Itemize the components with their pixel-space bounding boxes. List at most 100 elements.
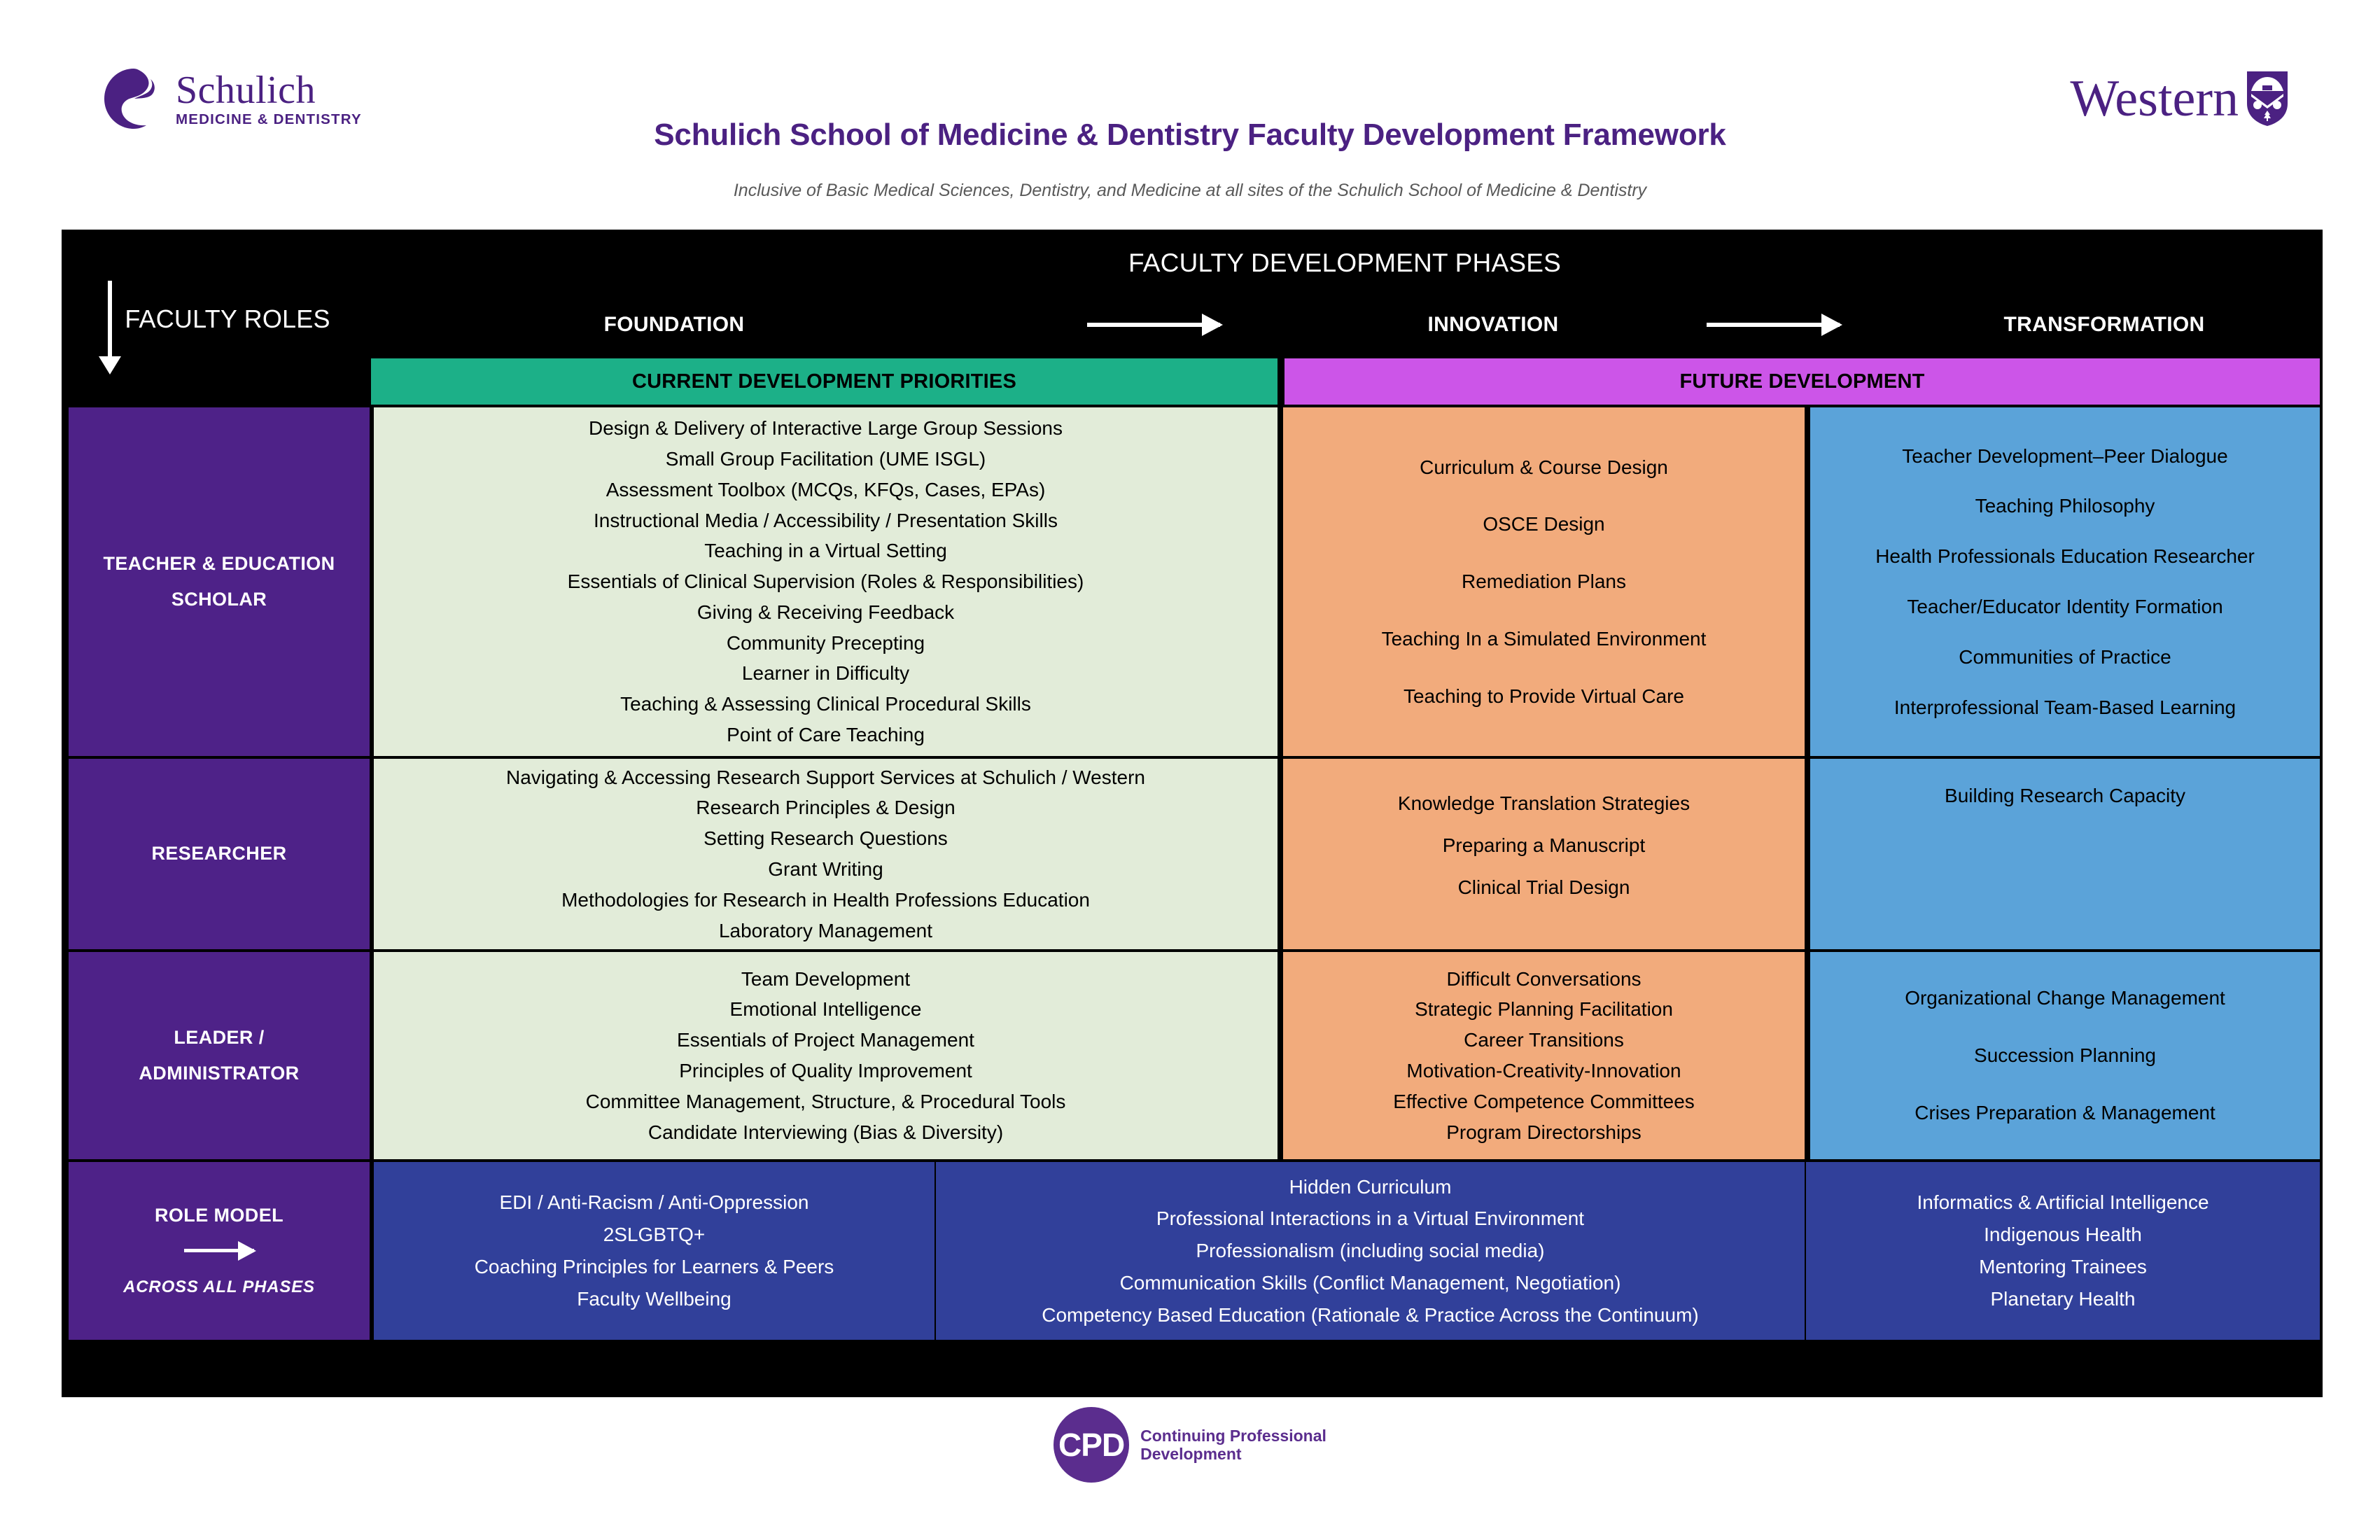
- role-label-leader-administrator: LEADER / ADMINISTRATOR: [69, 952, 370, 1159]
- role-label-line-2: SCHOLAR: [171, 589, 267, 610]
- list-item: Design & Delivery of Interactive Large G…: [589, 417, 1063, 440]
- role-label-line-1: TEACHER & EDUCATION: [103, 552, 335, 574]
- list-item: Navigating & Accessing Research Support …: [505, 766, 1146, 788]
- phase-arrow-2: [1658, 314, 1889, 336]
- list-item: Mentoring Trainees: [1979, 1256, 2147, 1278]
- list-item: Professionalism (including social media): [1196, 1240, 1545, 1262]
- list-item: Learner in Difficulty: [741, 662, 910, 685]
- list-item: Communities of Practice: [1959, 645, 2171, 668]
- cell-innovation-teacher: Curriculum & Course Design OSCE Design R…: [1283, 407, 1805, 756]
- western-logo: Western: [2070, 70, 2289, 127]
- list-item: Preparing a Manuscript: [1442, 834, 1646, 856]
- schulich-crescent-icon: [102, 66, 166, 131]
- western-wordmark: Western: [2070, 70, 2239, 127]
- list-item: Faculty Wellbeing: [577, 1287, 732, 1310]
- arrow-down-icon: [99, 281, 122, 374]
- list-item: Team Development: [741, 967, 911, 990]
- list-item: Candidate Interviewing (Bias & Diversity…: [648, 1121, 1004, 1143]
- role-model-title: ROLE MODEL: [155, 1205, 284, 1226]
- cpd-logo: CPD Continuing Professional Development: [1054, 1407, 1326, 1483]
- list-item: Methodologies for Research in Health Pro…: [561, 888, 1090, 911]
- cpd-line-2: Development: [1140, 1445, 1242, 1463]
- role-label-line-1: RESEARCHER: [151, 843, 287, 864]
- list-item: Teaching Philosophy: [1975, 495, 2155, 517]
- phase-arrow-1: [979, 314, 1329, 336]
- list-item: Laboratory Management: [718, 919, 933, 941]
- list-item: Succession Planning: [1974, 1044, 2156, 1067]
- cpd-badge-icon: CPD: [1054, 1407, 1130, 1483]
- list-item: Strategic Planning Facilitation: [1415, 998, 1673, 1021]
- list-item: Building Research Capacity: [1945, 785, 2185, 806]
- phase-innovation: INNOVATION: [1427, 313, 1559, 336]
- arrow-right-icon: [1087, 314, 1223, 336]
- list-item: Indigenous Health: [1984, 1224, 2142, 1246]
- cpd-wordmark: Continuing Professional Development: [1140, 1427, 1326, 1464]
- list-item: Teaching to Provide Virtual Care: [1403, 685, 1685, 707]
- band-current-development-priorities: CURRENT DEVELOPMENT PRIORITIES: [371, 358, 1278, 405]
- list-item: Career Transitions: [1464, 1029, 1624, 1051]
- list-item: Clinical Trial Design: [1457, 876, 1630, 898]
- list-item: Setting Research Questions: [704, 827, 948, 850]
- schulich-wordmark: Schulich MEDICINE & DENTISTRY: [176, 71, 362, 127]
- list-item: OSCE Design: [1483, 513, 1605, 536]
- cell-innovation-researcher: Knowledge Translation Strategies Prepari…: [1283, 759, 1805, 949]
- page-footer: CPD Continuing Professional Development: [0, 1407, 2380, 1483]
- cell-foundation-teacher: Design & Delivery of Interactive Large G…: [374, 407, 1278, 756]
- list-item: Remediation Plans: [1461, 570, 1627, 593]
- cell-role-model-transformation: Informatics & Artificial Intelligence In…: [1806, 1162, 2320, 1340]
- list-item: Assessment Toolbox (MCQs, KFQs, Cases, E…: [606, 478, 1046, 500]
- role-model-subtitle: ACROSS ALL PHASES: [123, 1278, 315, 1296]
- list-item: Teacher Development–Peer Dialogue: [1902, 444, 2228, 467]
- list-item: Curriculum & Course Design: [1420, 456, 1668, 478]
- cell-transformation-leader: Organizational Change Management Success…: [1810, 952, 2320, 1159]
- cell-foundation-leader: Team Development Emotional Intelligence …: [374, 952, 1278, 1159]
- role-label-teacher-education-scholar: TEACHER & EDUCATION SCHOLAR: [69, 407, 370, 756]
- list-item: EDI / Anti-Racism / Anti-Oppression: [499, 1191, 809, 1214]
- table-row: ROLE MODEL ACROSS ALL PHASES EDI / Anti-…: [64, 1162, 2320, 1340]
- phase-transformation: TRANSFORMATION: [2003, 313, 2205, 336]
- cell-foundation-researcher: Navigating & Accessing Research Support …: [374, 759, 1278, 949]
- table-row: LEADER / ADMINISTRATOR Team Development …: [64, 952, 2320, 1159]
- cell-innovation-leader: Difficult Conversations Strategic Planni…: [1283, 952, 1805, 1159]
- arrow-right-icon: [1707, 314, 1842, 336]
- list-item: Essentials of Project Management: [677, 1029, 974, 1051]
- list-item: Knowledge Translation Strategies: [1397, 792, 1690, 814]
- list-item: Coaching Principles for Learners & Peers: [474, 1256, 834, 1278]
- cell-role-model-middle: Hidden Curriculum Professional Interacti…: [936, 1162, 1805, 1340]
- list-item: Giving & Receiving Feedback: [696, 601, 955, 623]
- list-item: Hidden Curriculum: [1289, 1175, 1452, 1198]
- cpd-line-1: Continuing Professional: [1140, 1426, 1326, 1445]
- list-item: Planetary Health: [1990, 1287, 2136, 1310]
- list-item: Interprofessional Team-Based Learning: [1893, 696, 2236, 718]
- list-item: Grant Writing: [768, 858, 883, 880]
- cell-transformation-teacher: Teacher Development–Peer Dialogue Teachi…: [1810, 407, 2320, 756]
- list-item: Program Directorships: [1446, 1121, 1642, 1143]
- page-subtitle: Inclusive of Basic Medical Sciences, Den…: [733, 181, 1647, 200]
- list-item: Health Professionals Education Researche…: [1875, 545, 2255, 568]
- list-item: Point of Care Teaching: [727, 724, 925, 746]
- band-future-development: FUTURE DEVELOPMENT: [1284, 358, 2320, 405]
- list-item: Community Precepting: [726, 631, 925, 654]
- list-item: Effective Competence Committees: [1393, 1090, 1695, 1112]
- phase-foundation: FOUNDATION: [603, 313, 745, 336]
- list-item: Essentials of Clinical Supervision (Role…: [567, 570, 1084, 593]
- role-label-role-model: ROLE MODEL ACROSS ALL PHASES: [69, 1162, 370, 1340]
- role-label-line-1: LEADER /: [174, 1026, 265, 1048]
- page-header: Schulich MEDICINE & DENTISTRY Schulich S…: [0, 0, 2380, 210]
- role-label-line-2: ADMINISTRATOR: [139, 1063, 300, 1084]
- faculty-roles-header: FACULTY ROLES: [64, 232, 370, 406]
- arrow-right-icon: [184, 1241, 256, 1261]
- faculty-roles-label: FACULTY ROLES: [125, 304, 330, 333]
- list-item: Teacher/Educator Identity Formation: [1907, 596, 2223, 617]
- list-item: Organizational Change Management: [1905, 987, 2225, 1009]
- table-row: RESEARCHER Navigating & Accessing Resear…: [64, 759, 2320, 949]
- list-item: Difficult Conversations: [1446, 967, 1642, 990]
- list-item: Teaching In a Simulated Environment: [1381, 627, 1707, 650]
- list-item: Communication Skills (Conflict Managemen…: [1119, 1271, 1621, 1294]
- role-label-researcher: RESEARCHER: [69, 759, 370, 949]
- list-item: Teaching in a Virtual Setting: [704, 540, 947, 562]
- table-row: TEACHER & EDUCATION SCHOLAR Design & Del…: [64, 407, 2320, 756]
- list-item: Emotional Intelligence: [729, 998, 922, 1021]
- cell-transformation-researcher: Building Research Capacity: [1810, 759, 2320, 949]
- list-item: Professional Interactions in a Virtual E…: [1156, 1208, 1585, 1230]
